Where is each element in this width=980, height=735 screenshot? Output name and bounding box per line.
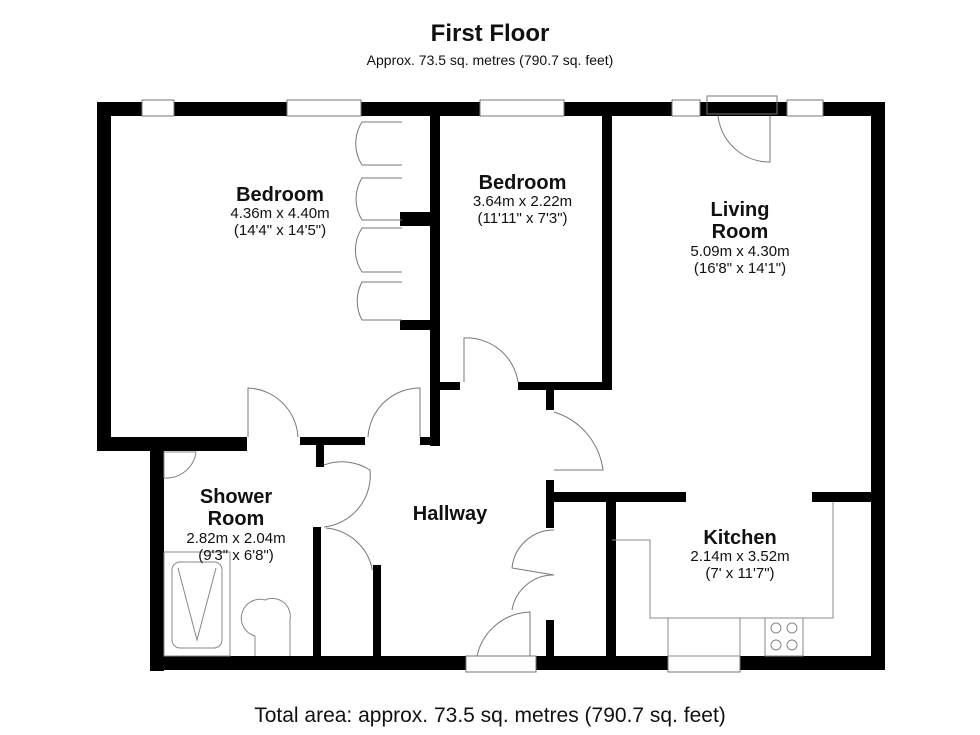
room-name: Kitchen	[703, 527, 777, 549]
doors	[247, 95, 778, 657]
room-name: Bedroom	[478, 172, 567, 194]
room-name: Bedroom	[236, 184, 324, 206]
room-living-room: Living Room 5.09m x 4.30m (16'8" x 14'1"…	[650, 199, 830, 277]
room-hallway: Hallway	[390, 503, 510, 525]
room-name-line2: Room	[207, 508, 265, 531]
room-name-line1: Shower	[199, 486, 273, 508]
room-imperial: (16'8" x 14'1")	[693, 259, 787, 277]
room-bedroom-1: Bedroom 4.36m x 4.40m (14'4" x 14'5")	[180, 184, 380, 240]
room-metric: 5.09m x 4.30m	[690, 242, 790, 260]
windows	[141, 99, 824, 673]
fixtures	[163, 451, 834, 657]
room-metric: 2.82m x 2.04m	[186, 529, 286, 547]
total-area: Total area: approx. 73.5 sq. metres (790…	[254, 704, 726, 727]
room-metric: 2.14m x 3.52m	[690, 548, 790, 566]
room-imperial: (11'11" x 7'3")	[477, 210, 568, 228]
room-metric: 3.64m x 2.22m	[472, 193, 573, 211]
room-name-line2: Room	[711, 221, 769, 244]
room-name-line1: Living	[710, 199, 770, 221]
room-shower-room: Shower Room 2.82m x 2.04m (9'3" x 6'8")	[160, 486, 312, 564]
room-imperial: (14'4" x 14'5")	[233, 222, 327, 240]
room-imperial: (9'3" x 6'8")	[198, 546, 274, 564]
room-kitchen: Kitchen 2.14m x 3.52m (7' x 11'7")	[660, 527, 820, 583]
room-imperial: (7' x 11'7")	[705, 565, 775, 583]
floor-title: First Floor	[430, 20, 550, 47]
room-bedroom-2: Bedroom 3.64m x 2.22m (11'11" x 7'3")	[440, 172, 605, 228]
floor-area-subtitle: Approx. 73.5 sq. metres (790.7 sq. feet)	[366, 52, 614, 68]
room-name: Hallway	[412, 503, 488, 525]
room-metric: 4.36m x 4.40m	[230, 205, 330, 223]
